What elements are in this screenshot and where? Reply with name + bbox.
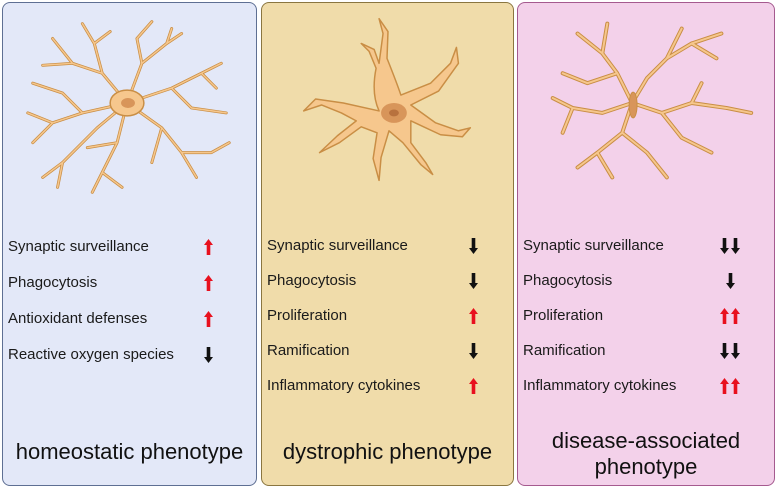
arrow-up-icon [731,378,740,399]
feature-row: Phagocytosis [267,268,513,294]
feature-label: Synaptic surveillance [523,237,664,254]
fragmented-microglia-icon [550,21,754,180]
arrow-down-icon [731,343,740,364]
feature-label: Synaptic surveillance [267,237,408,254]
feature-row: Proliferation [267,303,513,329]
arrow-down-icon [725,273,735,294]
feature-label: Phagocytosis [523,272,613,289]
feature-row: Phagocytosis [8,270,256,296]
dystrophic-microglia-illustration [262,3,513,203]
feature-label: Proliferation [267,307,348,324]
feature-row: Antioxidant defenses [8,306,256,332]
arrow-down-icon [731,238,740,259]
dystrophic-phenotype-title: dystrophic phenotype [282,439,493,464]
feature-label: Inflammatory cytokines [523,377,677,394]
arrow-up-icon [720,378,729,399]
arrow-up-icon [203,239,213,260]
feature-row: Synaptic surveillance [267,233,513,259]
disease-associated-microglia-illustration [518,3,774,203]
arrow-down-icon [203,347,213,368]
feature-label: Phagocytosis [267,272,357,289]
feature-label: Ramification [523,342,606,359]
dystrophic-microglia-icon [302,17,472,182]
feature-row: Ramification [267,338,513,364]
feature-label: Ramification [267,342,350,359]
ramified-microglia-icon [26,20,231,194]
feature-label: Phagocytosis [8,274,98,291]
feature-row: Phagocytosis [523,268,774,294]
feature-row: Synaptic surveillance [8,234,256,260]
feature-row: Proliferation [523,303,774,329]
arrow-up-icon [468,378,478,399]
arrow-down-icon [468,238,478,259]
feature-row: Synaptic surveillance [523,233,774,259]
feature-row: Ramification [523,338,774,364]
homeostatic-microglia-illustration [3,3,256,203]
feature-row: Reactive oxygen species [8,342,256,368]
arrow-down-icon [468,273,478,294]
arrow-down-icon [720,343,729,364]
arrow-up-icon [203,275,213,296]
feature-row: Inflammatory cytokines [523,373,774,399]
arrow-up-icon [203,311,213,332]
arrow-down-icon [468,343,478,364]
arrow-down-icon [720,238,729,259]
arrow-up-icon [468,308,478,329]
feature-label: Proliferation [523,307,604,324]
feature-row: Inflammatory cytokines [267,373,513,399]
feature-label: Synaptic surveillance [8,238,149,255]
disease-associated-phenotype-title: disease-associated phenotype [551,428,741,479]
arrow-up-icon [731,308,740,329]
arrow-up-icon [720,308,729,329]
homeostatic-phenotype-title: homeostatic phenotype [15,439,244,464]
feature-label: Inflammatory cytokines [267,377,421,394]
feature-label: Antioxidant defenses [8,310,148,327]
feature-label: Reactive oxygen species [8,346,174,363]
